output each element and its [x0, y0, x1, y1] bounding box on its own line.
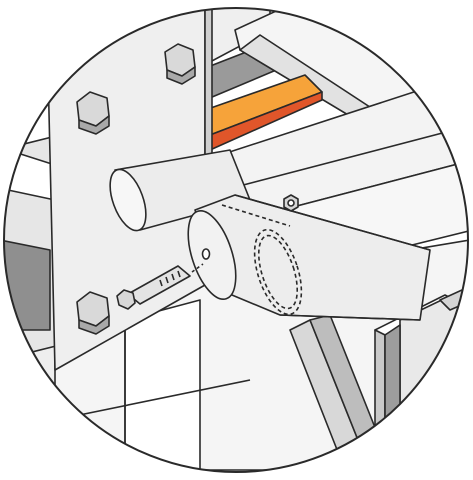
plate-bolt-top: [164, 43, 196, 85]
hex-nut: [283, 194, 299, 212]
main-pipe: [187, 194, 431, 321]
plate-bolt-left-top: [76, 91, 110, 135]
tube-stub: [109, 149, 251, 232]
detail-circle-border: [3, 7, 469, 473]
orange-rail: [204, 74, 323, 151]
hex-bolt: [116, 263, 204, 310]
plate-bolt-left-bottom: [76, 291, 110, 335]
